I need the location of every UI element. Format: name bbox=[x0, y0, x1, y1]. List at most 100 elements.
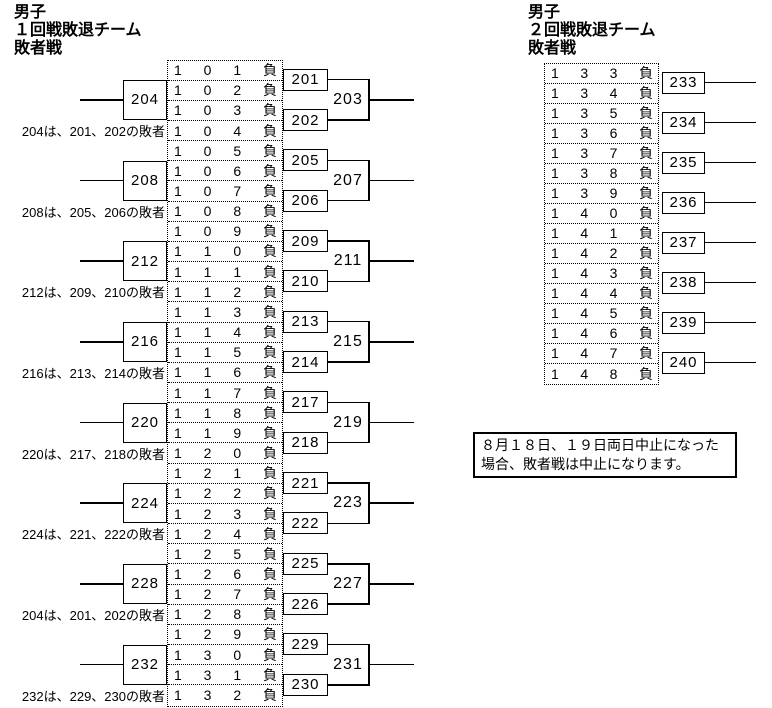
match-number-digit: 0 bbox=[203, 62, 212, 79]
connector-line bbox=[80, 583, 123, 585]
match-number-digit: 1 bbox=[551, 265, 559, 281]
consolation-caption: 212は、209、210の敗者 bbox=[21, 285, 165, 301]
match-number-digit: 0 bbox=[203, 122, 212, 139]
match-number-digit: 5 bbox=[609, 305, 618, 321]
match-number-digit: 6 bbox=[233, 565, 242, 582]
loss-mark: 負 bbox=[262, 162, 277, 179]
match-number-digit: 3 bbox=[580, 85, 589, 101]
match-box: 202 bbox=[283, 109, 328, 131]
match-number-digit: 1 bbox=[203, 424, 212, 441]
match-number-digit: 1 bbox=[174, 525, 182, 542]
consolation-caption: 216は、213、214の敗者 bbox=[21, 365, 165, 381]
match-number-digit: 3 bbox=[580, 165, 589, 181]
loss-mark: 負 bbox=[262, 62, 277, 79]
match-number-digit: 1 bbox=[174, 82, 182, 99]
match-number-digit: 3 bbox=[609, 265, 618, 281]
consolation-match-box: 220 bbox=[123, 402, 167, 443]
match-number-digit: 2 bbox=[203, 626, 212, 643]
loss-mark: 負 bbox=[262, 445, 277, 462]
match-number-digit: 1 bbox=[174, 465, 182, 482]
match-number-digit: 2 bbox=[203, 485, 212, 502]
consolation-match-box: 228 bbox=[123, 563, 167, 604]
match-number-digit: 1 bbox=[174, 505, 182, 522]
match-number-digit: 1 bbox=[203, 243, 212, 260]
connector-line bbox=[705, 121, 756, 124]
match-box: 225 bbox=[283, 552, 328, 575]
match-number-digit: 1 bbox=[203, 324, 212, 341]
loss-mark: 負 bbox=[638, 165, 653, 181]
loss-mark: 負 bbox=[638, 185, 653, 201]
advance-match-label: 215 bbox=[333, 332, 363, 350]
match-number-digit: 1 bbox=[233, 62, 242, 79]
match-number-digit: 1 bbox=[174, 283, 182, 300]
connector-line bbox=[369, 179, 414, 182]
match-number-digit: 3 bbox=[203, 666, 212, 683]
match-number-digit: 6 bbox=[233, 364, 242, 381]
match-number-digit: 3 bbox=[233, 505, 242, 522]
match-number-digit: 0 bbox=[233, 243, 242, 260]
match-box: 218 bbox=[283, 431, 328, 454]
connector-line bbox=[705, 241, 756, 244]
match-number-digit: 1 bbox=[174, 183, 182, 200]
match-number-digit: 2 bbox=[203, 586, 212, 603]
match-number-digit: 2 bbox=[203, 606, 212, 623]
connector-line bbox=[328, 482, 369, 484]
match-number-digit: 5 bbox=[233, 142, 242, 159]
connector-line bbox=[328, 603, 369, 605]
match-box: 230 bbox=[283, 673, 328, 696]
match-number-digit: 1 bbox=[551, 65, 559, 81]
match-box: 237 bbox=[662, 231, 705, 254]
loss-mark: 負 bbox=[262, 324, 277, 341]
connector-line bbox=[80, 179, 123, 182]
match-number-digit: 5 bbox=[609, 105, 618, 121]
match-number-digit: 4 bbox=[580, 305, 589, 321]
match-number-digit: 5 bbox=[233, 344, 242, 361]
advance-match-label: 223 bbox=[333, 494, 363, 512]
match-number-digit: 1 bbox=[551, 85, 559, 101]
match-number-digit: 6 bbox=[233, 162, 242, 179]
match-number-digit: 1 bbox=[233, 465, 242, 482]
match-number-digit: 3 bbox=[580, 65, 589, 81]
match-number-digit: 9 bbox=[609, 185, 618, 201]
match-number-digit: 2 bbox=[203, 445, 212, 462]
consolation-match-box: 216 bbox=[123, 321, 167, 362]
consolation-caption: 204は、201、202の敗者 bbox=[21, 123, 165, 139]
connector-line bbox=[328, 361, 369, 363]
match-number-digit: 1 bbox=[203, 404, 212, 421]
match-number-digit: 3 bbox=[580, 185, 589, 201]
connector-line bbox=[80, 421, 123, 424]
loss-mark: 負 bbox=[638, 325, 653, 341]
match-number-digit: 0 bbox=[203, 142, 212, 159]
cancellation-notice: ８月１８日、１９日両日中止になった 場合、敗者戦は中止になります。 bbox=[473, 432, 737, 478]
match-number-digit: 1 bbox=[551, 105, 559, 121]
match-number-digit: 1 bbox=[174, 364, 182, 381]
connector-line bbox=[369, 99, 414, 101]
match-number-digit: 2 bbox=[203, 545, 212, 562]
connector-line bbox=[369, 341, 414, 343]
match-number-digit: 1 bbox=[551, 125, 559, 141]
loss-mark: 負 bbox=[638, 265, 653, 281]
connector-line bbox=[328, 199, 369, 202]
match-number-digit: 1 bbox=[551, 145, 559, 161]
left-section-header: 男子 １回戦敗退チーム 敗者戦 bbox=[14, 4, 142, 58]
match-number-digit: 8 bbox=[609, 165, 618, 181]
match-number-digit: 3 bbox=[580, 125, 589, 141]
match-number-digit: 1 bbox=[174, 324, 182, 341]
connector-line bbox=[705, 201, 756, 204]
match-number-digit: 0 bbox=[203, 203, 212, 220]
match-box: 226 bbox=[283, 593, 328, 616]
match-number-digit: 8 bbox=[233, 606, 242, 623]
